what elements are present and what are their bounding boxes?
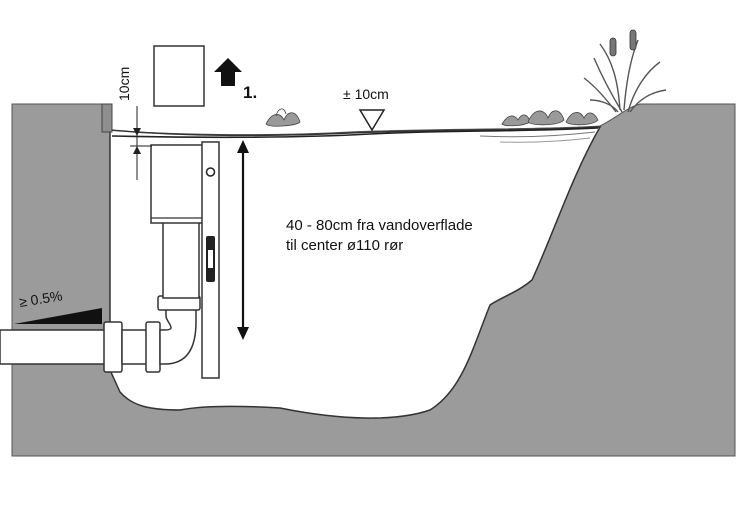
- floating-plant: [265, 108, 301, 127]
- water-surface-line: [111, 127, 599, 139]
- water-ripple: [499, 137, 591, 143]
- clearance-arrow-bottom: [133, 146, 141, 154]
- clearance-arrow-top: [133, 128, 141, 136]
- level-vial-window: [208, 250, 213, 268]
- level-vial-round: [205, 167, 216, 177]
- floating-plant: [565, 112, 599, 126]
- step-label: 1.: [243, 83, 257, 102]
- pipe-coupling: [103, 321, 123, 373]
- reed-plant: [583, 39, 667, 113]
- skimmer-head: [150, 144, 204, 224]
- depth-arrow-bottom-head: [237, 327, 249, 340]
- pipe-elbow: [159, 299, 197, 365]
- floating-plant: [501, 114, 531, 127]
- arrow-up-icon: [214, 58, 242, 86]
- clearance-label: 10cm: [116, 67, 132, 101]
- skimmer-lift-box: [153, 45, 205, 107]
- double-arrow-vertical-icon: [237, 140, 249, 153]
- floating-plant: [527, 110, 565, 126]
- depth-label-line2: til center ø110 rør: [286, 237, 403, 254]
- slope-label: ≥ 0.5%: [18, 287, 63, 310]
- riser-pipe: [162, 221, 200, 299]
- level-tolerance-label: ± 10cm: [343, 86, 389, 102]
- inlet-pipe: [0, 329, 113, 365]
- slope-wedge: [14, 308, 102, 324]
- triangle-down-icon: [358, 109, 386, 132]
- pond-basin: [109, 126, 602, 419]
- depth-label-line1: 40 - 80cm fra vandoverflade: [286, 217, 473, 234]
- reed-heads: [609, 29, 637, 57]
- pipe-coupling: [145, 321, 161, 373]
- left-wall-edge: [101, 103, 113, 133]
- water-ripple: [479, 131, 596, 138]
